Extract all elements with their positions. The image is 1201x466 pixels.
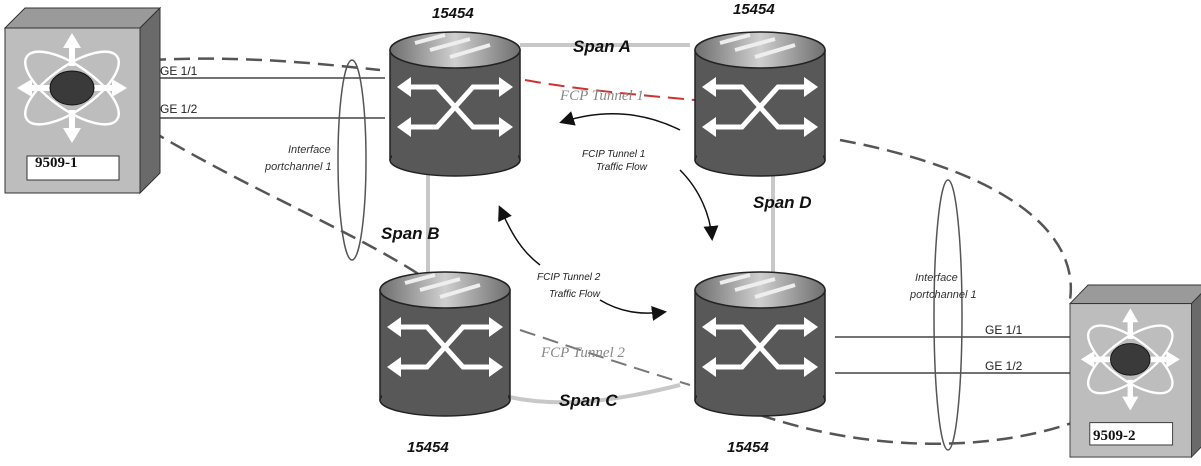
span-a-label: Span A <box>573 37 631 56</box>
right-portchannel-label-line1: Interface <box>915 272 958 284</box>
tunnel-dash-right-top <box>839 138 1073 301</box>
ons-15454-router-icon <box>380 272 510 416</box>
fcp-tunnel-1-label: FCP Tunnel 1 <box>559 88 644 104</box>
flow1-arrow-down <box>679 169 719 241</box>
span-lines <box>426 43 775 405</box>
ons-15454-router-icon <box>390 32 520 176</box>
flow1-label-line1: FCIP Tunnel 1 <box>582 149 645 160</box>
right-portchannel-label-line2: portchannel 1 <box>909 289 977 301</box>
fcp-tunnel-2-label: FCP Tunnel 2 <box>540 345 625 361</box>
ons-15454-router-icon <box>695 272 825 416</box>
left-ge11-label: GE 1/1 <box>160 64 198 78</box>
right-ge11-label: GE 1/1 <box>985 323 1023 337</box>
flow2-arrow-up <box>498 205 541 266</box>
span-c-line <box>499 383 681 405</box>
span-d-label: Span D <box>753 193 812 212</box>
switch-left-name: 9509-1 <box>35 155 78 171</box>
mds-switch-icon <box>3 6 162 195</box>
tunnel-lines <box>149 57 1081 445</box>
right-portchannel-ellipse <box>933 179 963 451</box>
flow2-arrow-right <box>599 299 667 321</box>
flow2-label-line2: Traffic Flow <box>549 289 601 300</box>
node-top-left-name: 15454 <box>432 5 474 22</box>
port-lines <box>150 77 1070 374</box>
left-portchannel-ellipse <box>337 59 367 261</box>
switch-right-name: 9509-2 <box>1093 428 1136 444</box>
left-ge12-label: GE 1/2 <box>160 102 198 116</box>
fcp-tunnel-1-line <box>524 79 696 101</box>
ons-15454-router-icon <box>695 32 825 176</box>
tunnel-dash-left-bottom <box>149 128 421 277</box>
left-portchannel-label-line1: Interface <box>288 144 331 156</box>
span-b-label: Span B <box>381 224 440 243</box>
flow1-arrow-left <box>559 111 681 131</box>
node-bottom-right-name: 15454 <box>727 439 769 456</box>
flow2-label-line1: FCIP Tunnel 2 <box>537 272 601 283</box>
fcp-tunnel-2-line <box>519 329 691 386</box>
right-ge12-label: GE 1/2 <box>985 359 1023 373</box>
span-c-label: Span C <box>559 391 618 410</box>
tunnel-dash-right-bottom <box>759 413 1081 445</box>
node-top-right-name: 15454 <box>733 1 775 18</box>
left-portchannel-label-line2: portchannel 1 <box>264 161 332 173</box>
flow1-label-line2: Traffic Flow <box>596 162 648 173</box>
node-bottom-left-name: 15454 <box>407 439 449 456</box>
mds-switch-icon <box>1068 283 1201 459</box>
tunnel-dash-left-top <box>149 57 381 72</box>
